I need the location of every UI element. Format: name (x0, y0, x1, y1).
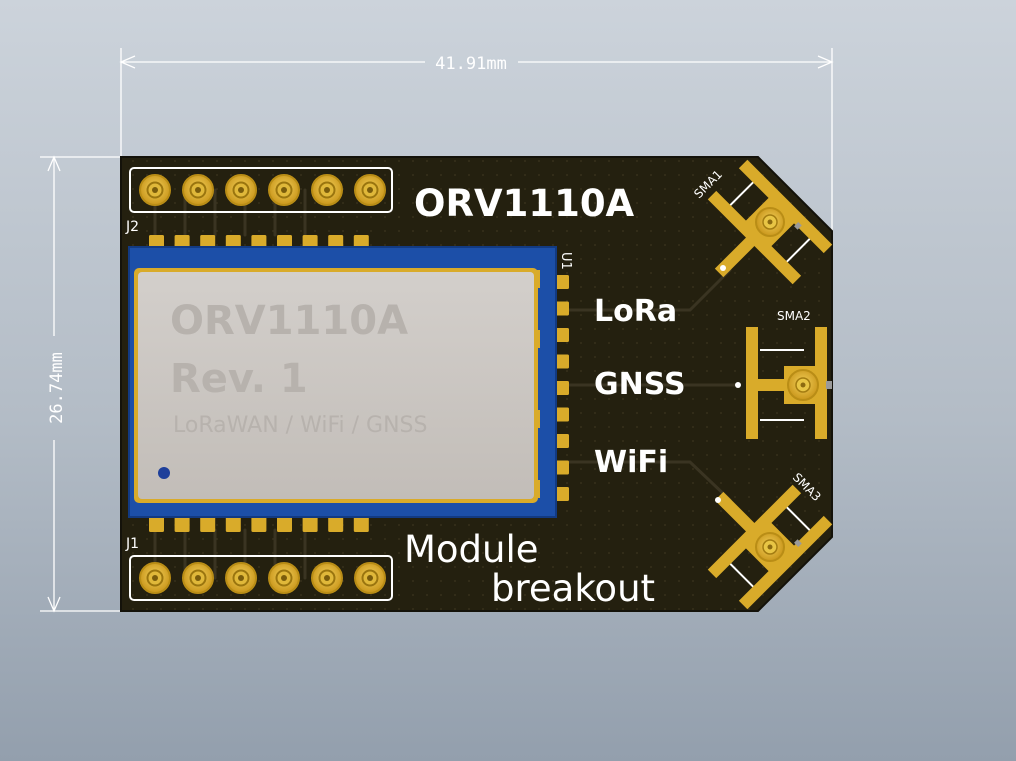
j2-label: J2 (125, 219, 139, 235)
j2-pin (225, 174, 257, 206)
module-pad (328, 514, 344, 532)
module-pad (225, 514, 241, 532)
width-dimension (119, 48, 834, 238)
subtitle-line1: Module (404, 528, 539, 571)
sma1-connector (707, 159, 833, 285)
module-pad (277, 514, 292, 532)
module-name: ORV1110A (170, 298, 408, 344)
j2-pin (311, 174, 343, 206)
u1-label: U1 (558, 252, 573, 270)
j1-pin (268, 562, 300, 594)
module-pad (174, 514, 190, 532)
subtitle-line2: breakout (491, 567, 655, 610)
j2-pin (354, 174, 386, 206)
sma3-dot-icon (715, 497, 721, 503)
height-dimension-label: 26.74mm (47, 352, 67, 424)
sma2-label: SMA2 (777, 309, 811, 323)
j1-pin (225, 562, 257, 594)
module-pad (302, 514, 318, 532)
gnss-label: GNSS (594, 367, 686, 402)
module-pad (149, 514, 164, 532)
board-title: ORV1110A (414, 182, 635, 225)
sma1-dot-icon (720, 265, 726, 271)
j1-pin (139, 562, 171, 594)
j1-pin (182, 562, 214, 594)
sma2-connector (746, 327, 832, 439)
j1-pin (311, 562, 343, 594)
j2-pin (268, 174, 300, 206)
sma3-connector (707, 484, 833, 610)
module-pad (200, 514, 216, 532)
header-j2 (129, 167, 393, 213)
j1-pin (354, 562, 386, 594)
module-pad (353, 514, 369, 532)
height-dimension (40, 155, 121, 613)
header-j1 (129, 555, 393, 601)
j2-pin (139, 174, 171, 206)
pin1-marker-icon (158, 467, 170, 479)
width-dimension-label: 41.91mm (435, 54, 507, 74)
sma2-dot-icon (735, 382, 741, 388)
wifi-label: WiFi (594, 445, 668, 480)
lora-label: LoRa (594, 294, 677, 329)
module-shield (134, 268, 538, 503)
j1-label: J1 (125, 536, 139, 552)
module-pads-bottom (149, 514, 369, 532)
module-revision: Rev. 1 (170, 356, 308, 402)
j2-pin (182, 174, 214, 206)
module-pad (251, 514, 267, 532)
module-features: LoRaWAN / WiFi / GNSS (173, 413, 427, 438)
